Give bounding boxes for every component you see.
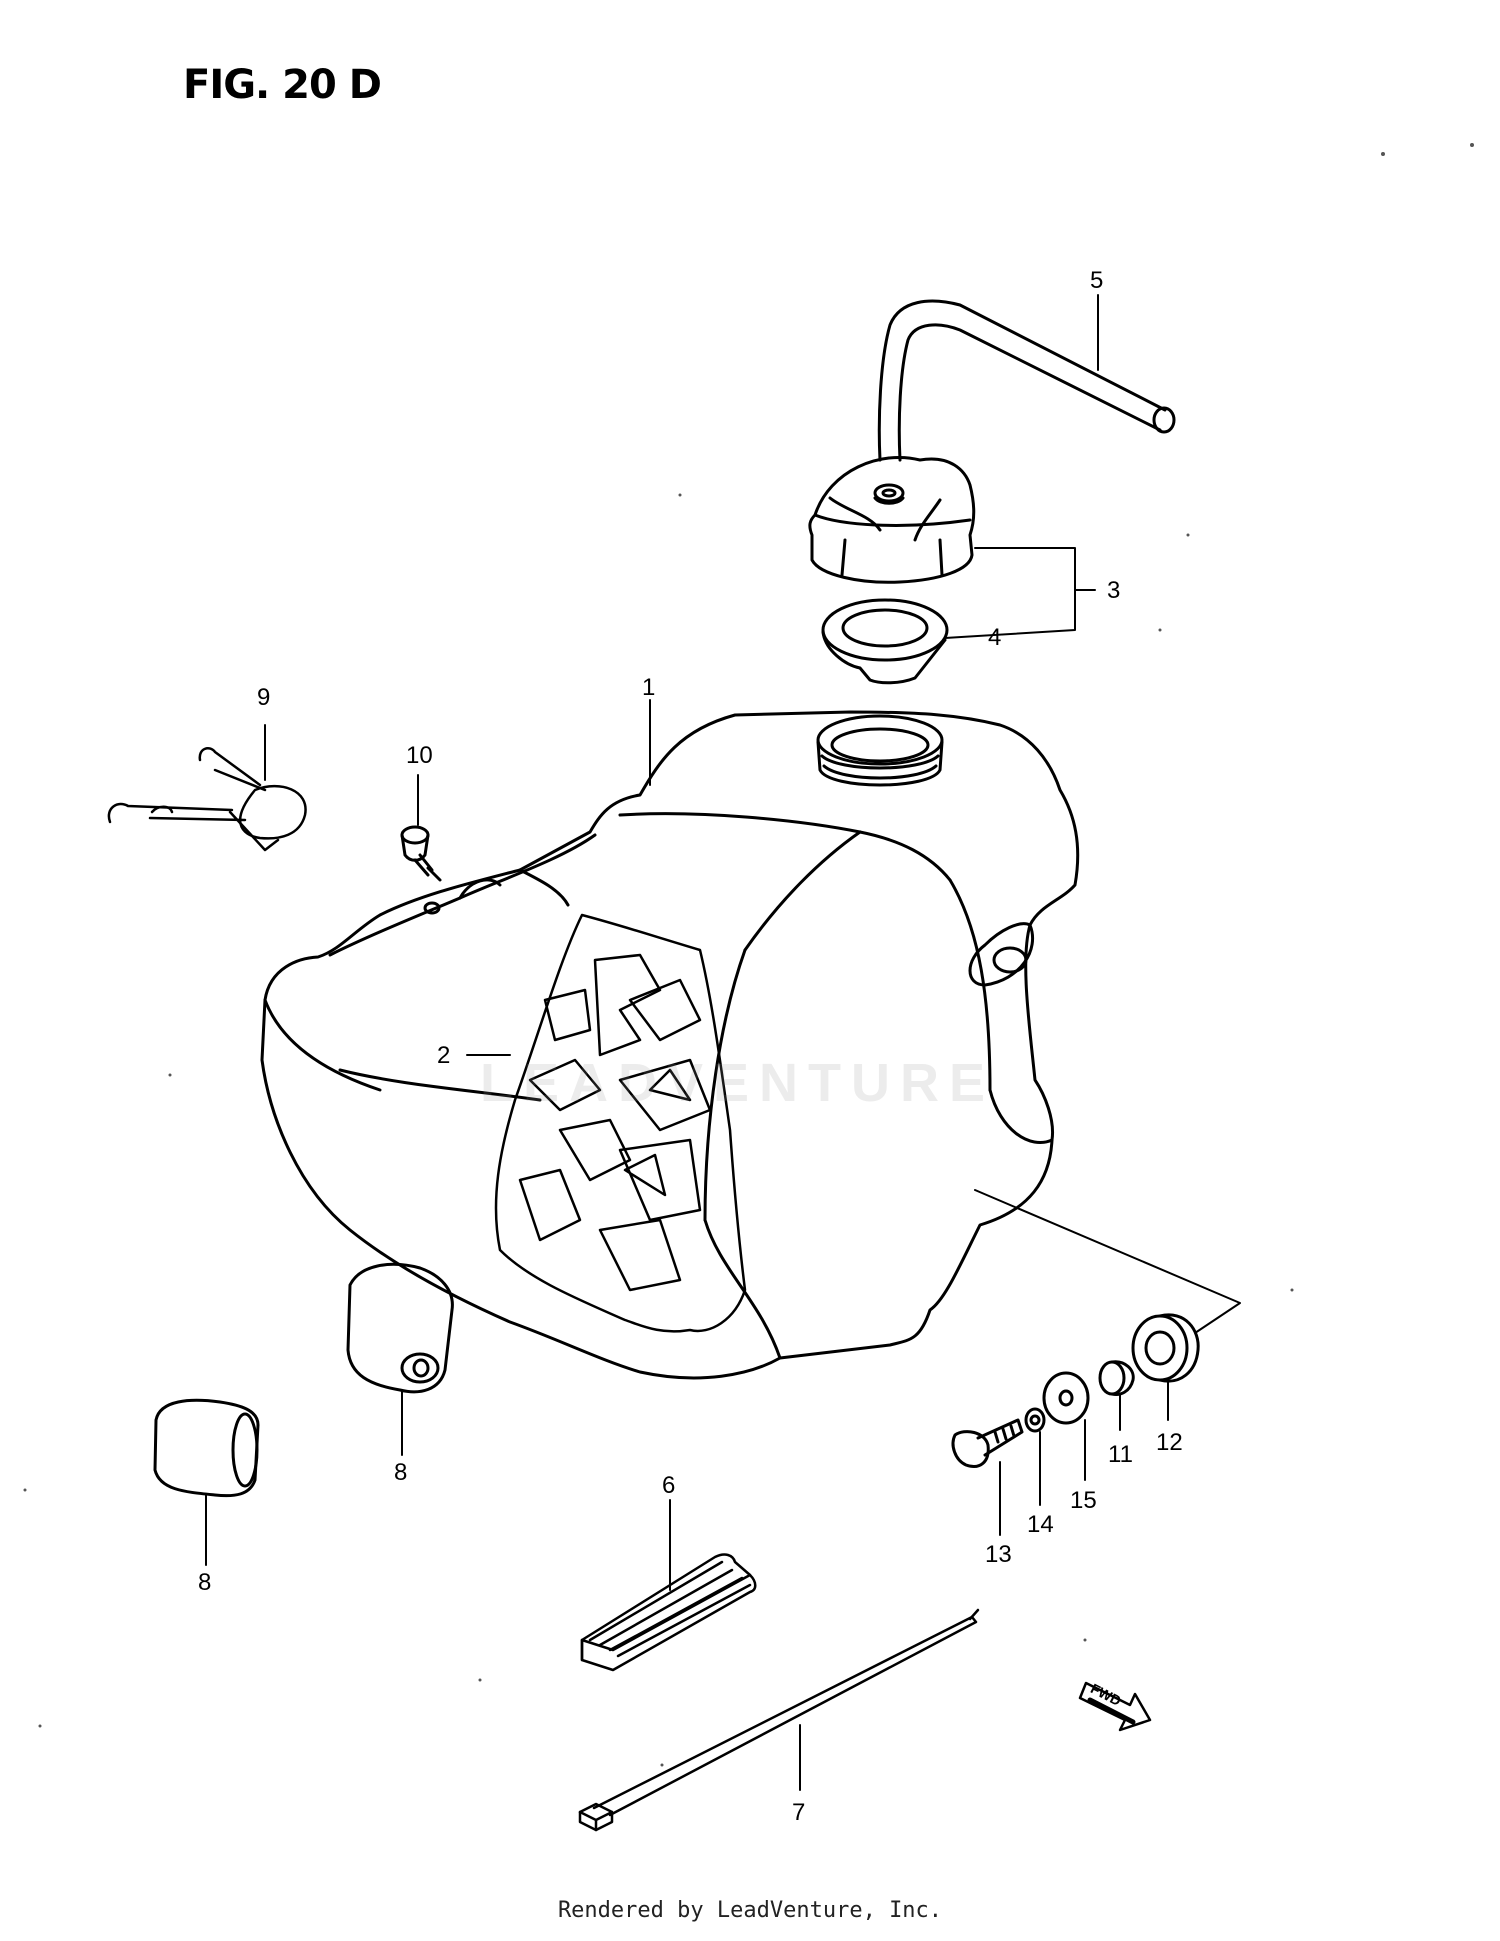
screw [400, 825, 442, 882]
rubber-cushion-lower [153, 1398, 260, 1498]
mounting-hardware [951, 1313, 1200, 1468]
callout-14: 14 [1027, 1511, 1054, 1538]
callout-13: 13 [985, 1541, 1012, 1568]
callout-3: 3 [1107, 577, 1120, 604]
cable-tie [578, 1608, 980, 1832]
callout-15: 15 [1070, 1487, 1097, 1514]
callout-8-upper: 8 [394, 1459, 407, 1486]
side-decal [494, 913, 747, 1333]
scan-specks [23, 143, 1474, 1767]
callout-9: 9 [257, 684, 270, 711]
render-credit: Rendered by LeadVenture, Inc. [557, 1898, 943, 1923]
callout-12: 12 [1156, 1429, 1183, 1456]
callout-8-lower: 8 [198, 1569, 211, 1596]
callout-10: 10 [406, 742, 433, 769]
breather-hose [877, 299, 1176, 462]
callout-11: 11 [1108, 1441, 1133, 1468]
callout-4: 4 [988, 624, 1001, 651]
callout-labels: 1 2 3 4 5 6 7 8 8 9 10 11 12 13 14 15 [198, 267, 1183, 1826]
fuel-tank [260, 710, 1080, 1380]
forward-direction-badge: FWD [1078, 1680, 1152, 1732]
watermark: LEADVENTURE [480, 1053, 996, 1113]
callout-2: 2 [437, 1042, 450, 1069]
leader-lines [205, 294, 1241, 1791]
callout-6: 6 [662, 1472, 675, 1499]
callout-1: 1 [642, 674, 655, 701]
hose-clamp [107, 747, 307, 852]
callout-7: 7 [792, 1799, 805, 1826]
fuel-cap [808, 455, 976, 584]
figure-title: FIG. 20 D [183, 62, 382, 108]
cap-gasket [821, 598, 949, 685]
callout-5: 5 [1090, 267, 1103, 294]
rubber-cushion-upper [346, 1262, 454, 1394]
rubber-pad-strip [580, 1553, 757, 1672]
